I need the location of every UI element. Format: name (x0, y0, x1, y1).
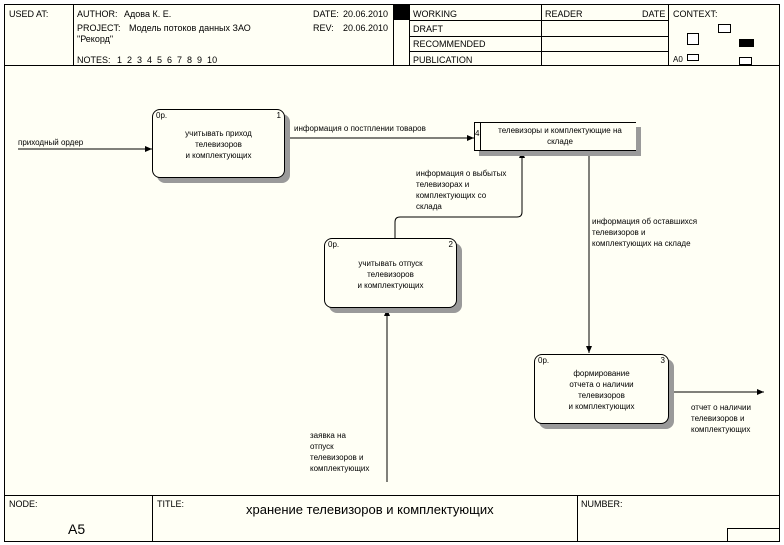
context-thumb-box (739, 57, 752, 65)
status-working: WORKING (413, 9, 457, 19)
author-label: AUTHOR: (77, 9, 118, 19)
store-lead-cell (474, 123, 481, 150)
box-text-line: и комплектующих (568, 402, 635, 411)
context-thumb-box (687, 33, 699, 45)
number-label: NUMBER: (581, 499, 623, 509)
label-receipt-info[interactable]: информация о постплении товаров (294, 124, 426, 133)
date-label: DATE: (313, 9, 339, 19)
page-title: хранение телевизоров и комплектующих (246, 502, 494, 517)
project-value-line1: Модель потоков данных ЗАО (129, 23, 251, 33)
box-text-line: телевизоров (367, 270, 414, 279)
store-text-line: телевизоры и комплектующие на (498, 126, 622, 135)
author-value: Адова К. Е. (124, 9, 172, 19)
box-text-line: учитывать отпуск (358, 259, 423, 268)
title-label: TITLE: (157, 499, 185, 509)
label-report-out[interactable]: отчет о наличии телевизоров и комплектую… (691, 403, 751, 434)
box-text-line: отчета о наличии (569, 380, 634, 389)
status-recommended: RECOMMENDED (413, 39, 486, 49)
context-label: CONTEXT: (673, 9, 718, 19)
box-text-line: телевизоров (578, 391, 625, 400)
rev-value: 20.06.2010 (343, 23, 389, 33)
box-text-line: телевизоров (195, 140, 242, 149)
diagram-footer (4, 495, 780, 542)
date-value: 20.06.2010 (343, 9, 389, 19)
label-remaining-info[interactable]: информация об оставшихся телевизоров и к… (592, 217, 698, 248)
context-node: A0 (673, 55, 683, 64)
project-value-line2: "Рекорд" (77, 34, 114, 44)
arrow-issued-info (394, 151, 525, 238)
reader-label: READER (545, 9, 583, 19)
box-prefix: 0р. (538, 356, 550, 365)
notes-value: 1 2 3 4 5 6 7 8 9 10 (117, 55, 218, 65)
box-text-line: учитывать приход (185, 129, 252, 138)
box-prefix: 0р. (156, 111, 168, 120)
box-number: 1 (276, 111, 281, 120)
notes-label: NOTES: (77, 55, 111, 65)
context-thumb-box (687, 54, 699, 61)
box-prefix: 0р. (328, 240, 340, 249)
process-box-1[interactable]: 0р. 1 учитывать приход телевизоров и ком… (152, 109, 285, 178)
box-number: 3 (660, 356, 665, 365)
label-request[interactable]: заявка на отпуск телевизоров и комплекту… (310, 431, 370, 473)
context-thumb-box-current (739, 39, 754, 47)
used-at-label: USED AT: (9, 9, 49, 19)
diagram-header (4, 4, 780, 66)
node-value: A5 (68, 521, 86, 537)
status-publication: PUBLICATION (413, 55, 473, 65)
process-box-3[interactable]: 0р. 3 формирование отчета о наличии теле… (534, 354, 669, 424)
box-text-line: формирование (573, 369, 630, 378)
process-box-2[interactable]: 0р. 2 учитывать отпуск телевизоров и ком… (324, 238, 457, 308)
label-in-order[interactable]: приходный ордер (18, 138, 84, 147)
reader-date-label: DATE (642, 9, 666, 19)
status-draft: DRAFT (413, 24, 443, 34)
box-text-line: и комплектующих (185, 151, 252, 160)
node-label: NODE: (9, 499, 38, 509)
store-text-line: складе (547, 137, 573, 146)
footer-corner-cell (727, 528, 780, 542)
data-store-4[interactable]: 4 телевизоры и комплектующие на складе (474, 122, 636, 151)
label-issued-info[interactable]: информация о выбытых телевизорах и компл… (416, 169, 507, 211)
working-status-marker (394, 5, 409, 20)
box-text-line: и комплектующих (357, 281, 424, 290)
store-number: 4 (475, 129, 480, 138)
project-label: PROJECT: (77, 23, 121, 33)
box-number: 2 (448, 240, 453, 249)
rev-label: REV: (313, 23, 334, 33)
context-thumb-box (718, 24, 731, 33)
